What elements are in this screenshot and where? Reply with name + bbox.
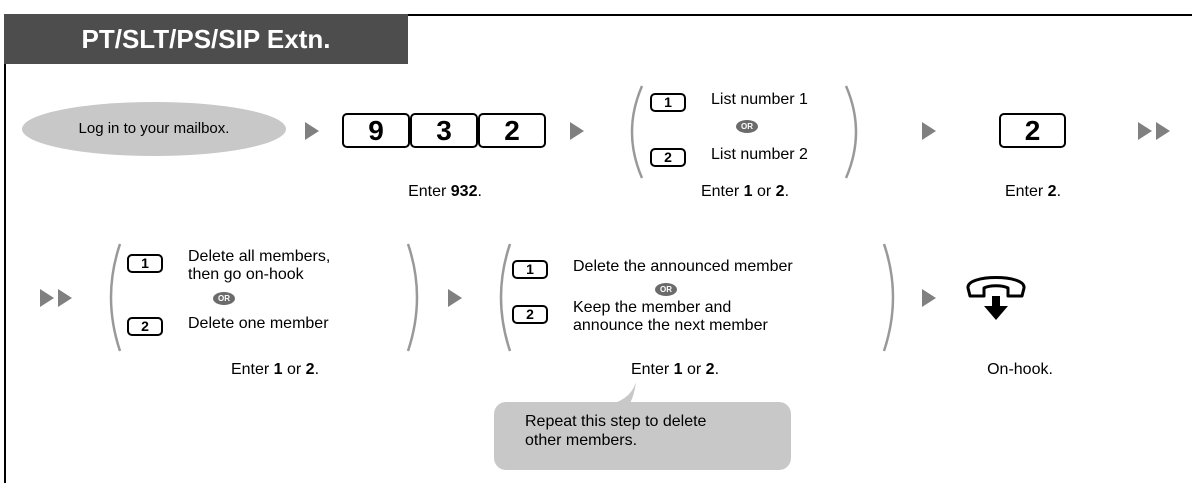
caption-text: or	[752, 183, 776, 200]
caption-text: or	[282, 361, 306, 378]
caption-text: Enter	[630, 361, 674, 378]
key-2-single: 2	[999, 113, 1066, 148]
caption-text: Enter	[700, 183, 744, 200]
key-3: 3	[410, 113, 478, 148]
extension-type-header: PT/SLT/PS/SIP Extn.	[4, 14, 408, 64]
option-label-delete-all-line2: then go on-hook	[188, 266, 304, 283]
on-hook-caption: On-hook.	[987, 361, 1053, 378]
option-label-keep-line2: announce the next member	[573, 317, 768, 334]
caption-bold-2: 2	[705, 361, 715, 378]
procedure-frame	[4, 14, 1192, 483]
note-line-2: other members.	[525, 432, 638, 449]
option-label-keep-line1: Keep the member and	[573, 299, 732, 316]
caption-text: Enter	[408, 183, 451, 200]
option-label-list-1: List number 1	[711, 91, 808, 108]
option-label-list-2: List number 2	[711, 146, 808, 163]
note-bubble-pointer	[602, 382, 636, 406]
caption-text: Enter	[1004, 183, 1048, 200]
caption-bold-digits: 932	[450, 183, 478, 200]
option-key-1: 1	[512, 260, 548, 279]
key-9: 9	[342, 113, 410, 148]
or-badge: OR	[213, 292, 235, 305]
caption-text: Enter	[230, 361, 274, 378]
option-key-2: 2	[650, 148, 686, 167]
caption-text: .	[314, 361, 320, 378]
caption-bold-digit: 2	[1047, 183, 1057, 200]
or-badge: OR	[655, 283, 677, 296]
caption-bold-1: 1	[273, 361, 283, 378]
option-label-delete-all-line1: Delete all members,	[188, 248, 331, 265]
note-line-1: Repeat this step to delete	[525, 413, 707, 430]
enter-932-caption: Enter 932.	[370, 183, 520, 201]
continue-arrow	[58, 289, 72, 307]
flow-arrow	[922, 289, 936, 307]
login-step-oval: Log in to your mailbox.	[22, 102, 286, 156]
continue-arrow	[1156, 122, 1170, 140]
caption-text: .	[477, 183, 482, 200]
option-label-delete-announced: Delete the announced member	[573, 258, 793, 275]
option-key-1: 1	[650, 93, 686, 112]
enter-2-caption: Enter 2.	[975, 183, 1091, 201]
choice-brackets	[109, 243, 419, 352]
flow-arrow	[448, 289, 462, 307]
enter-1-or-2-caption: Enter 1 or 2.	[670, 183, 820, 201]
caption-text: or	[682, 361, 706, 378]
flow-arrow	[570, 122, 584, 140]
enter-1-or-2-caption: Enter 1 or 2.	[200, 361, 350, 379]
option-key-2: 2	[127, 317, 163, 336]
login-step-label: Log in to your mailbox.	[78, 120, 230, 137]
caption-text: .	[1056, 183, 1062, 200]
caption-text: .	[714, 361, 720, 378]
key-2: 2	[478, 113, 546, 148]
caption-bold-1: 1	[673, 361, 683, 378]
enter-1-or-2-caption: Enter 1 or 2.	[600, 361, 750, 379]
caption-bold-1: 1	[743, 183, 753, 200]
choice-brackets	[630, 85, 858, 179]
choice-brackets	[499, 243, 895, 352]
repeat-note-bubble	[494, 402, 791, 470]
option-key-2: 2	[512, 305, 548, 324]
caption-text: .	[784, 183, 790, 200]
continue-arrow	[1138, 122, 1152, 140]
option-label-delete-one: Delete one member	[188, 315, 329, 332]
caption-bold-2: 2	[775, 183, 785, 200]
caption-bold-2: 2	[305, 361, 315, 378]
flow-arrow	[922, 122, 936, 140]
handset-onhook-icon	[966, 276, 1026, 320]
continue-arrow	[40, 289, 54, 307]
flow-arrow	[305, 122, 319, 140]
or-badge: OR	[736, 120, 758, 133]
option-key-1: 1	[127, 254, 163, 273]
repeat-note-text: Repeat this step to delete other members…	[525, 412, 706, 450]
